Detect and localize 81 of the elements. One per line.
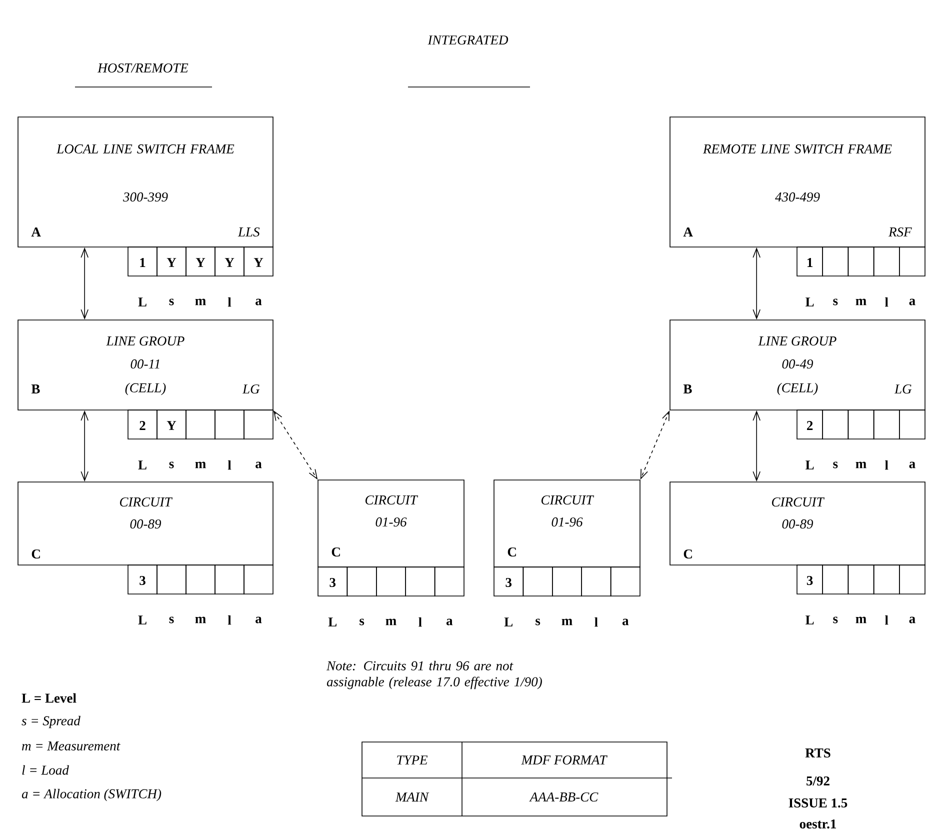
column-letter: a bbox=[446, 618, 453, 626]
column-letter: a bbox=[622, 618, 629, 626]
column-letter: l bbox=[885, 615, 888, 625]
column-letter: s bbox=[169, 616, 174, 624]
column-letter: a bbox=[909, 298, 916, 306]
circuit-box: CIRCUIT 01-96 C bbox=[494, 480, 640, 568]
cell: Y bbox=[214, 246, 244, 276]
column-letter: l bbox=[594, 617, 598, 627]
column-letter: s bbox=[169, 298, 174, 306]
document-code: oestr.1 bbox=[800, 819, 836, 829]
column-letter: a bbox=[256, 298, 262, 306]
column-heading: HOST/REMOTE bbox=[74, 63, 212, 88]
column-letter: l bbox=[885, 297, 888, 307]
table-cell: TYPE bbox=[397, 756, 428, 764]
note: Note: Circuits 91 thru 96 are not assignable (release 17.0 effective 1/90) bbox=[326, 660, 542, 690]
column-letter: s bbox=[536, 618, 540, 626]
legend-entry: m = Measurement bbox=[22, 742, 120, 750]
table-cell: MAIN bbox=[395, 792, 430, 802]
document-code: ISSUE 1.5 bbox=[788, 798, 848, 808]
cell: 3 bbox=[796, 564, 823, 594]
arrow bbox=[752, 410, 760, 482]
cell: Y bbox=[156, 246, 186, 276]
cell: 2 bbox=[128, 410, 158, 440]
circuit-box: CIRCUIT 01-96 C bbox=[318, 480, 464, 568]
column-letter: s bbox=[833, 298, 838, 306]
line-group-box: LINE GROUP 00-11 B (CELL) LG bbox=[18, 320, 274, 410]
column-letter: s bbox=[833, 616, 838, 624]
switch-frame-box: REMOTE LINE SWITCH FRAME 430-499 A RSF bbox=[670, 116, 926, 248]
arrow bbox=[752, 247, 760, 320]
column-letter: s bbox=[360, 618, 364, 626]
column-letter: m bbox=[195, 462, 206, 468]
column-letter: L bbox=[138, 460, 146, 470]
cell: 1 bbox=[128, 246, 158, 276]
column-letter: a bbox=[909, 462, 916, 468]
column-letter: L bbox=[138, 616, 146, 624]
column-letter: m bbox=[562, 618, 572, 626]
column-letter: m bbox=[195, 298, 206, 306]
arrow bbox=[80, 410, 88, 482]
column-letter: s bbox=[833, 462, 838, 468]
column-letter: a bbox=[256, 462, 262, 468]
line-group-box: LINE GROUP 00-49 B (CELL) LG bbox=[670, 320, 926, 410]
cell: 2 bbox=[796, 410, 823, 440]
legend-entry: s = Spread bbox=[22, 716, 80, 728]
column-letter: s bbox=[169, 462, 174, 468]
legend-entry: a = Allocation (SWITCH) bbox=[22, 788, 162, 802]
cell: 3 bbox=[128, 564, 158, 594]
cell: Y bbox=[244, 246, 274, 276]
column-letter: l bbox=[228, 297, 232, 307]
table-cell: MDF FORMAT bbox=[521, 755, 608, 765]
cell: Y bbox=[156, 410, 186, 440]
column-letter: L bbox=[806, 616, 814, 624]
legend-entry: l = Load bbox=[22, 765, 69, 775]
column-letter: m bbox=[856, 616, 866, 624]
column-letter: m bbox=[856, 298, 866, 306]
column-letter: l bbox=[418, 617, 422, 627]
arrow bbox=[80, 247, 88, 320]
column-letter: L bbox=[504, 618, 513, 626]
column-heading: INTEGRATED bbox=[408, 35, 530, 88]
column-letter: m bbox=[195, 616, 206, 624]
column-letter: m bbox=[386, 618, 396, 626]
column-letter: a bbox=[909, 616, 916, 624]
cell: 3 bbox=[494, 566, 524, 596]
switch-frame-box: LOCAL LINE SWITCH FRAME 300-399 A LLS bbox=[18, 116, 274, 248]
cell: 1 bbox=[796, 246, 823, 276]
arrow bbox=[273, 410, 318, 480]
column-letter: L bbox=[806, 460, 814, 470]
document-code: RTS bbox=[805, 748, 830, 758]
arrow bbox=[640, 410, 670, 480]
column-letter: a bbox=[256, 616, 262, 624]
legend-entry: L = Level bbox=[22, 693, 76, 703]
cell: Y bbox=[186, 246, 216, 276]
table-cell: AAA-BB-CC bbox=[529, 792, 598, 802]
column-letter: m bbox=[856, 462, 866, 468]
cell: 3 bbox=[318, 566, 348, 596]
column-letter: L bbox=[328, 618, 337, 626]
document-code: 5/92 bbox=[806, 776, 830, 786]
column-letter: L bbox=[138, 298, 146, 306]
column-letter: L bbox=[806, 298, 814, 306]
circuit-box: CIRCUIT 00-89 C bbox=[670, 482, 926, 566]
circuit-box: CIRCUIT 00-89 C bbox=[18, 482, 274, 566]
column-letter: l bbox=[228, 615, 232, 625]
